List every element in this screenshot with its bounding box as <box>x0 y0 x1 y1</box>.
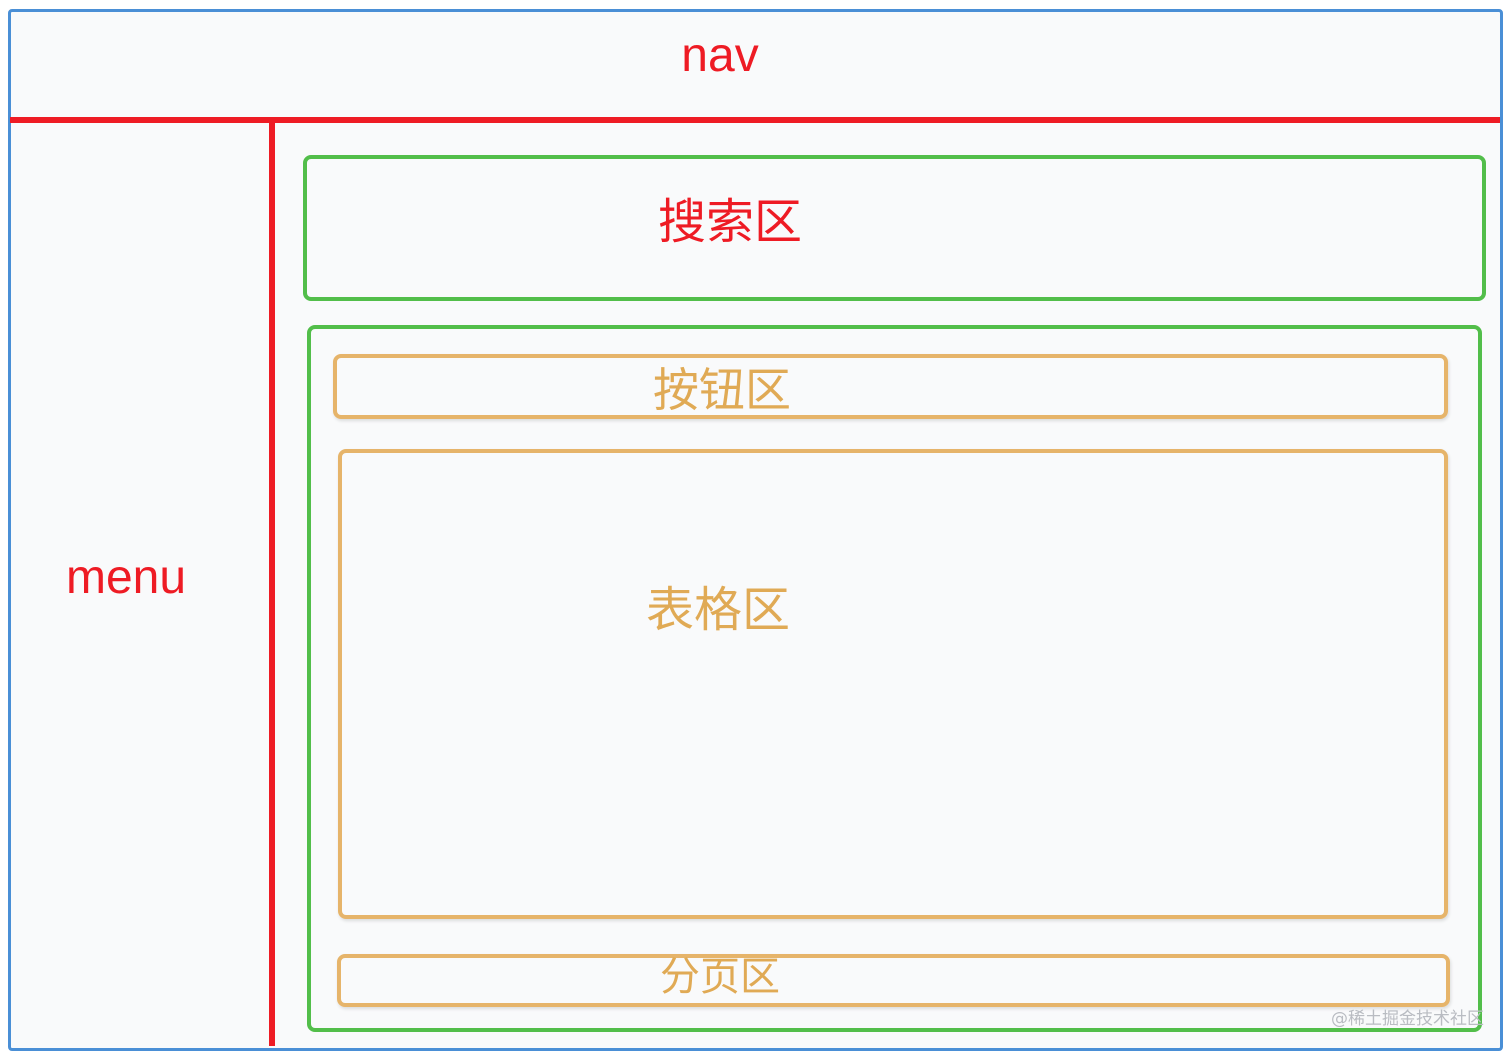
button-area <box>333 354 1448 419</box>
table-area <box>338 449 1448 919</box>
pagination-area <box>337 954 1450 1007</box>
pagination-area-label: 分页区 <box>660 954 780 1000</box>
menu-divider <box>269 120 275 1046</box>
app-frame <box>8 9 1503 1051</box>
nav-label: nav <box>681 29 759 82</box>
search-area-label: 搜索区 <box>657 194 803 250</box>
menu-label: menu <box>65 551 187 604</box>
nav-divider <box>10 117 1500 123</box>
button-area-label: 按钮区 <box>653 363 791 417</box>
content-area <box>307 325 1482 1032</box>
watermark: @稀土掘金技术社区 <box>1331 1009 1484 1029</box>
search-area <box>303 155 1486 301</box>
table-area-label: 表格区 <box>645 582 791 638</box>
